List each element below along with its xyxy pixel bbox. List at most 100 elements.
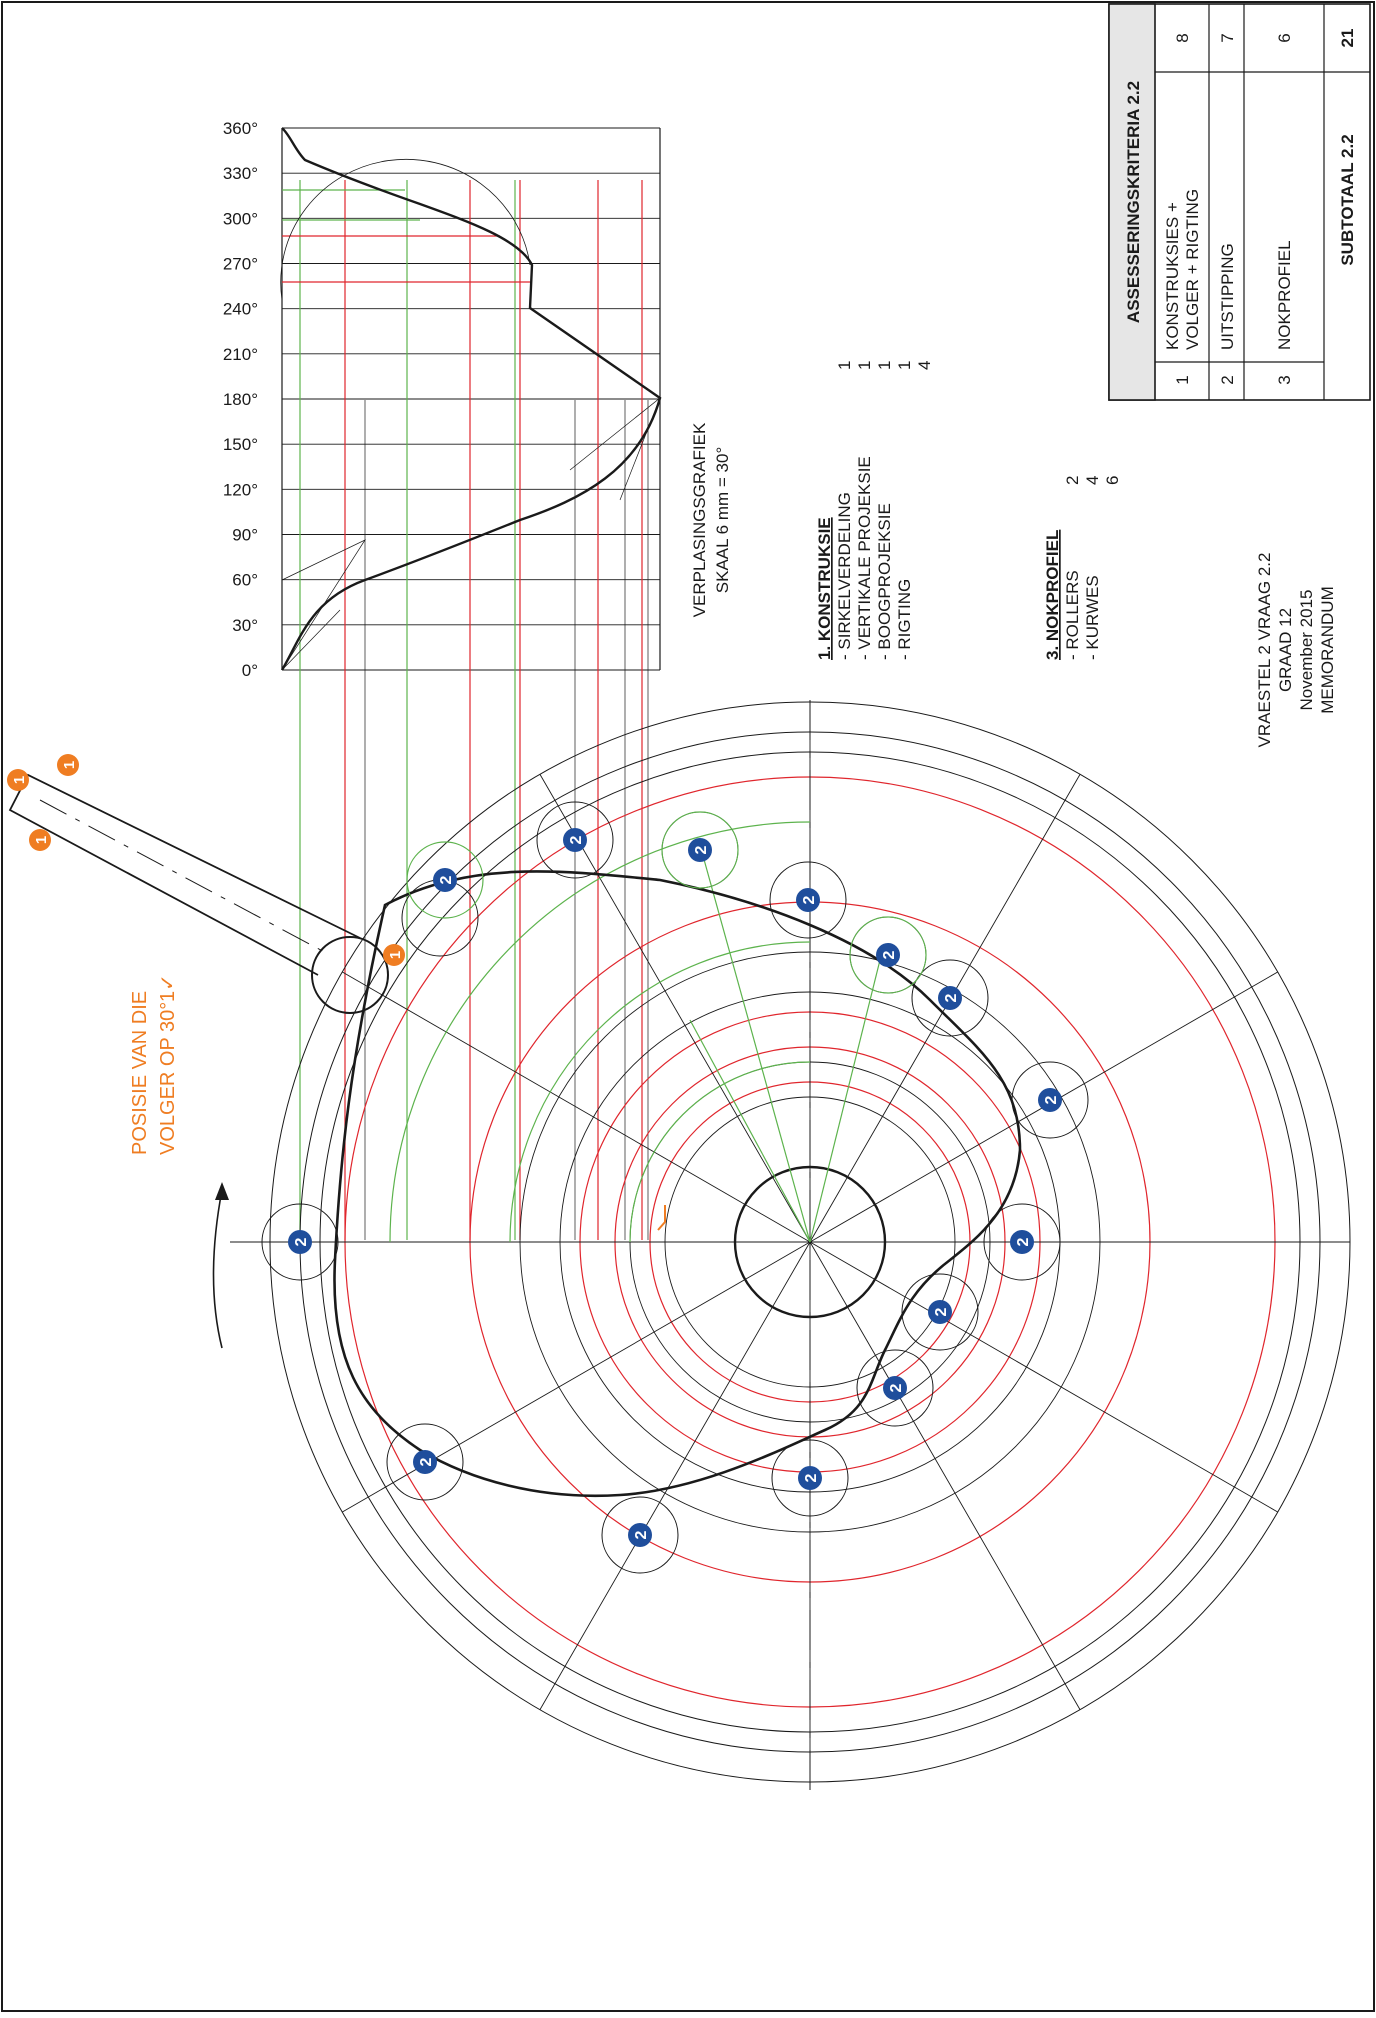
radial-division-line bbox=[809, 1241, 1081, 1710]
section3-item-1: - ROLLERS bbox=[1063, 570, 1082, 660]
row2-marks: 7 bbox=[1218, 33, 1237, 42]
roller-mark-badge bbox=[938, 986, 962, 1010]
section1-item-2: - VERTIKALE PROJEKSIE bbox=[855, 456, 874, 660]
displacement-curve bbox=[280, 127, 662, 671]
section1-total: 4 bbox=[915, 361, 934, 370]
roller-mark-badge bbox=[1010, 1230, 1034, 1254]
graph-construction-lines bbox=[569, 396, 661, 501]
rotation-arrow-head bbox=[215, 1182, 229, 1200]
roller-mark-badge bbox=[688, 838, 712, 862]
section1-item-1: - SIRKELVERDELING bbox=[835, 492, 854, 660]
roller-position-circle bbox=[386, 1423, 464, 1501]
graph-angle-label: 270° bbox=[223, 255, 258, 274]
green-ray bbox=[699, 844, 811, 1243]
graph-construction-arc bbox=[280, 158, 531, 301]
caption-line1: VRAESTEL 2 VRAAG 2.2 bbox=[1255, 553, 1274, 748]
construction-mark-badge bbox=[29, 829, 51, 851]
roller-position-circle bbox=[769, 861, 847, 939]
roller-position-circle bbox=[856, 1349, 934, 1427]
graph-angle-label: 240° bbox=[223, 300, 258, 319]
graph-angle-label: 90° bbox=[232, 526, 258, 545]
graph-title: VERPLASINGSGRAFIEK bbox=[690, 422, 709, 617]
roller-position-circle bbox=[536, 801, 614, 879]
follower-note-line1: POSISIE VAN DIE bbox=[129, 991, 151, 1155]
table-header bbox=[1108, 3, 1156, 401]
row1-num: 1 bbox=[1173, 375, 1192, 384]
green-ray bbox=[689, 1019, 811, 1243]
section3-mark-1: 2 bbox=[1063, 476, 1082, 485]
roller-mark-badge bbox=[413, 1450, 437, 1474]
roller-mark-badge bbox=[883, 1376, 907, 1400]
paper-caption: VRAESTEL 2 VRAAG 2.2 GRAAD 12 November 2… bbox=[1255, 553, 1337, 748]
roller-mark-badge bbox=[798, 1466, 822, 1490]
roller-mark-badge bbox=[928, 1300, 952, 1324]
roller-mark-badge bbox=[288, 1230, 312, 1254]
section1-heading: 1. KONSTRUKSIE bbox=[815, 517, 834, 660]
follower-note-line2: VOLGER OP 30° bbox=[157, 1002, 179, 1155]
roller-mark-label: 2 bbox=[1015, 1237, 1032, 1246]
section1-mark-3: 1 bbox=[875, 361, 894, 370]
green-roller-circle bbox=[661, 811, 739, 889]
roller-mark-label: 2 bbox=[801, 895, 818, 904]
roller-mark-label: 2 bbox=[881, 950, 898, 959]
roller-mark-badge bbox=[563, 828, 587, 852]
construction-mark-badge bbox=[7, 769, 29, 791]
row2-criterion: UITSTIPPING bbox=[1218, 243, 1237, 350]
roller-position-circle bbox=[901, 1273, 979, 1351]
roller-position-circle bbox=[601, 1496, 679, 1574]
section1-mark-4: 1 bbox=[895, 361, 914, 370]
graph-scale: SKAAL 6 mm = 30° bbox=[713, 447, 732, 593]
roller-mark-label: 2 bbox=[943, 993, 960, 1002]
roller-mark-label: 2 bbox=[888, 1383, 905, 1392]
row2-num: 2 bbox=[1218, 375, 1237, 384]
graph-angle-label: 0° bbox=[242, 661, 258, 680]
construction-mark-badge bbox=[383, 944, 405, 966]
graph-angle-label: 30° bbox=[232, 616, 258, 635]
row1-marks: 8 bbox=[1173, 33, 1192, 42]
green-arc-projection bbox=[629, 1061, 811, 1243]
roller-mark-badge bbox=[433, 868, 457, 892]
roller-mark-badge bbox=[628, 1523, 652, 1547]
displacement-graph: 0°30°60°90°120°150°180°210°240°270°300°3… bbox=[223, 119, 662, 1240]
subtotal-value: 21 bbox=[1338, 29, 1357, 48]
section1-item-3: - BOOGPROJEKSIE bbox=[875, 503, 894, 660]
follower-roller bbox=[311, 936, 389, 1014]
graph-angle-label: 60° bbox=[232, 571, 258, 590]
graph-angle-label: 330° bbox=[223, 164, 258, 183]
caption-line2: GRAAD 12 bbox=[1276, 608, 1295, 692]
roller-mark-label: 2 bbox=[933, 1307, 950, 1316]
roller-mark-label: 2 bbox=[418, 1457, 435, 1466]
graph-angle-label: 360° bbox=[223, 119, 258, 138]
construction-mark-label: 1 bbox=[387, 951, 404, 959]
marks-section-cam-profile: 3. NOKPROFIEL - ROLLERS - KURWES 2 4 6 bbox=[1043, 476, 1122, 660]
graph-title-block: VERPLASINGSGRAFIEK SKAAL 6 mm = 30° bbox=[690, 422, 732, 617]
green-arc-projection bbox=[509, 941, 811, 1243]
follower-rod bbox=[8, 773, 361, 976]
caption-line3: November 2015 bbox=[1297, 590, 1316, 711]
section3-item-2: - KURWES bbox=[1083, 575, 1102, 660]
roller-mark-label: 2 bbox=[693, 845, 710, 854]
roller-mark-label: 2 bbox=[568, 835, 585, 844]
section3-total: 6 bbox=[1103, 476, 1122, 485]
green-ray bbox=[809, 959, 881, 1243]
row1-criterion-line1: KONSTRUKSIES + bbox=[1163, 202, 1182, 350]
roller-mark-badge bbox=[876, 943, 900, 967]
graph-angle-label: 300° bbox=[223, 209, 258, 228]
roller-mark-label: 2 bbox=[293, 1237, 310, 1246]
roller-position-circle bbox=[911, 959, 989, 1037]
section1-item-4: - RIGTING bbox=[895, 579, 914, 660]
subtotal-label: SUBTOTAAL 2.2 bbox=[1338, 134, 1357, 265]
row3-marks: 6 bbox=[1275, 33, 1294, 42]
follower-note-mark: 1✓ bbox=[157, 974, 179, 1002]
roller-position-circle bbox=[771, 1439, 849, 1517]
row3-num: 3 bbox=[1275, 375, 1294, 384]
green-roller-circle bbox=[849, 916, 927, 994]
rotation-direction-arrow bbox=[212, 1189, 223, 1349]
row1-criterion-line2: VOLGER + RIGTING bbox=[1183, 189, 1202, 350]
roller-position-circle bbox=[261, 1203, 339, 1281]
roller-position-circle bbox=[1011, 1061, 1089, 1139]
caption-line4: MEMORANDUM bbox=[1318, 586, 1337, 714]
roller-mark-badge bbox=[796, 888, 820, 912]
